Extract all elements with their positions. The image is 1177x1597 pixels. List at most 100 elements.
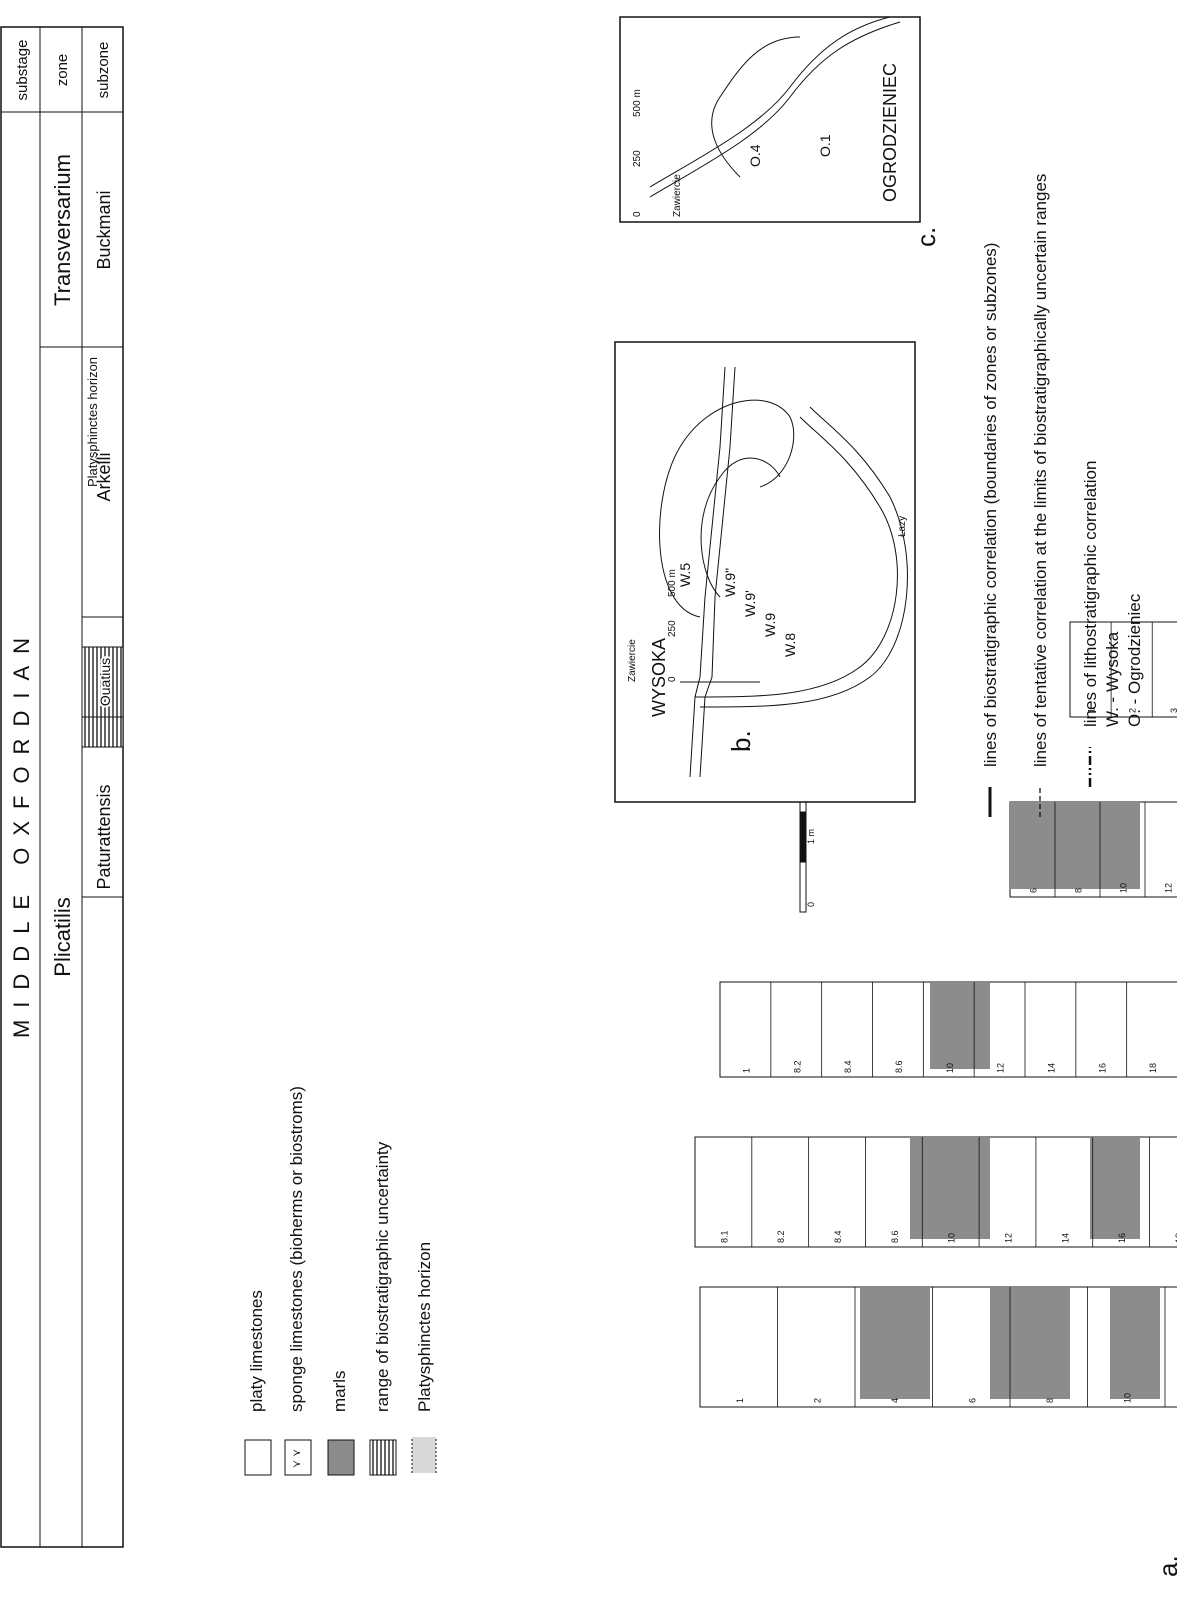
marl-bed	[860, 1287, 930, 1399]
bed-number: 6	[967, 1398, 977, 1403]
bed-number: 12	[1004, 1233, 1014, 1243]
map-wysoka: WYSOKA Zawiercie Łazy W.5 W.9" W.9' W.9 …	[614, 341, 916, 803]
legend-platy: platy limestones	[247, 1290, 266, 1412]
map-b-road: Zawiercie	[627, 639, 638, 682]
bed-number: 8	[1074, 888, 1084, 893]
section-2: W.9'24222018161412108.68.48.21	[719, 981, 1177, 1078]
bed-number: 6	[1029, 888, 1039, 893]
bed-number: 18	[1174, 1233, 1177, 1243]
bed-number: 8.6	[890, 1230, 900, 1243]
scale-0: 0	[806, 902, 816, 907]
legend-swatch-range	[369, 1439, 397, 1476]
section-1: W.9"222018161412108.68.48.28.1	[694, 1136, 1177, 1248]
legend: platy limestones ⋎ ⋎ sponge limestones (…	[244, 174, 1144, 1476]
map-c-site-o1: O.1	[817, 134, 833, 157]
sponge-mark: ⋎ ⋎	[291, 1449, 303, 1468]
bed-number: 10	[947, 1233, 957, 1243]
bed-number: 14	[1046, 1063, 1056, 1073]
bed-number: 8.2	[792, 1060, 802, 1073]
panel-label-b: b.	[726, 730, 756, 752]
section-column	[694, 1136, 1177, 1248]
section-3: W.920181614121086	[1009, 801, 1177, 898]
marl-bed	[1010, 802, 1140, 889]
zone-plicatilis: Plicatilis	[50, 897, 75, 976]
bed-number: 8.4	[833, 1230, 843, 1243]
bed-number: 2	[812, 1398, 822, 1403]
panel-label-a: a.	[1153, 1555, 1177, 1577]
marl-bed	[910, 1137, 990, 1239]
map-c-road: Zawiercie	[672, 174, 683, 217]
strat-table: substage zone subzone MIDDLE OXFORDIAN T…	[0, 26, 124, 1548]
substage-label: MIDDLE OXFORDIAN	[9, 626, 34, 1038]
subzone-ouatius: Ouatius	[97, 658, 113, 706]
bed-number: 8.1	[719, 1230, 729, 1243]
legend-range: range of biostratigraphic uncertainty	[373, 1141, 392, 1412]
header-zone: zone	[54, 54, 71, 87]
bed-number: 10	[1119, 883, 1129, 893]
legend-litho: lines of lithostratigraphic correlation	[1081, 461, 1100, 727]
bed-number: 8.6	[894, 1060, 904, 1073]
map-b-scale-250: 250	[667, 620, 678, 637]
panel-label-c: c.	[911, 227, 941, 247]
map-c-site-o4: O.4	[747, 144, 763, 167]
bed-number: 8.4	[843, 1060, 853, 1073]
bed-number: 8.2	[776, 1230, 786, 1243]
map-b-site-w8: W.8	[782, 633, 798, 657]
legend-abbr-w: W. - Wysoka	[1103, 631, 1122, 727]
bed-number: 14	[1060, 1233, 1070, 1243]
bed-number: 16	[1117, 1233, 1127, 1243]
legend-abbr-o: O. - Ogrodzieniec	[1125, 593, 1144, 727]
map-b-road-2: Łazy	[897, 516, 908, 537]
legend-swatch-platy	[244, 1439, 272, 1476]
subzone-arkelli: Arkelli	[94, 452, 114, 501]
map-b-title: WYSOKA	[649, 638, 669, 717]
legend-sponge: sponge limestones (bioherms or biostroms…	[287, 1086, 306, 1412]
subzone-buckmani: Buckmani	[94, 190, 114, 269]
map-b-site-w5: W.5	[677, 563, 693, 587]
map-b-site-w9pp: W.9"	[722, 568, 738, 597]
legend-horizon: Platysphinctes horizon	[415, 1242, 434, 1412]
marl-bed	[1090, 1137, 1140, 1239]
bed-number: 4	[890, 1398, 900, 1403]
legend-marls: marls	[330, 1370, 349, 1412]
scale-1m: 1 m	[806, 829, 816, 844]
bed-number: 3	[1169, 708, 1177, 713]
bed-number: 2	[1128, 708, 1138, 713]
sections: W.814121086421W.9"222018161412108.68.48.…	[694, 621, 1177, 1408]
section-column	[699, 1286, 1177, 1408]
map-ogrodzieniec: OGRODZIENIEC Zawiercie O.1 O.4 0 250 500…	[619, 16, 941, 247]
bed-number: 8	[1045, 1398, 1055, 1403]
section-4: W.5987654321	[1069, 621, 1177, 718]
section-column	[1069, 621, 1177, 718]
bed-number: 12	[996, 1063, 1006, 1073]
legend-bio: lines of biostratigraphic correlation (b…	[981, 243, 1000, 767]
map-c-scale-500: 500 m	[632, 89, 643, 117]
marl-bed	[1110, 1287, 1160, 1399]
legend-swatch-horizon	[412, 1437, 436, 1473]
bed-number: 18	[1148, 1063, 1158, 1073]
bed-number: 1	[741, 1068, 751, 1073]
legend-tentative: lines of tentative correlation at the li…	[1031, 174, 1050, 767]
marl-bed	[930, 982, 990, 1069]
legend-swatch-sponge	[284, 1439, 312, 1476]
header-subzone: subzone	[95, 42, 112, 99]
map-c-title: OGRODZIENIEC	[880, 63, 900, 202]
bed-number: 10	[945, 1063, 955, 1073]
bed-number: 12	[1164, 883, 1174, 893]
bed-number: 10	[1122, 1393, 1132, 1403]
map-b-site-w9p: W.9'	[742, 590, 758, 617]
marl-bed	[990, 1287, 1070, 1399]
bed-number: 1	[1087, 708, 1097, 713]
map-c-scale-0: 0	[632, 211, 643, 217]
subzone-platysphinctes: Platysphinctes horizon	[85, 357, 100, 487]
legend-swatch-marls	[327, 1439, 355, 1476]
map-c-scale-250: 250	[632, 150, 643, 167]
header-substage: substage	[14, 40, 31, 101]
section-0: W.814121086421	[699, 1286, 1177, 1408]
zone-transversarium: Transversarium	[50, 154, 75, 306]
map-b-site-w9: W.9	[762, 613, 778, 637]
bed-number: 16	[1097, 1063, 1107, 1073]
bed-number: 1	[735, 1398, 745, 1403]
subzone-paturattensis: Paturattensis	[94, 784, 114, 889]
